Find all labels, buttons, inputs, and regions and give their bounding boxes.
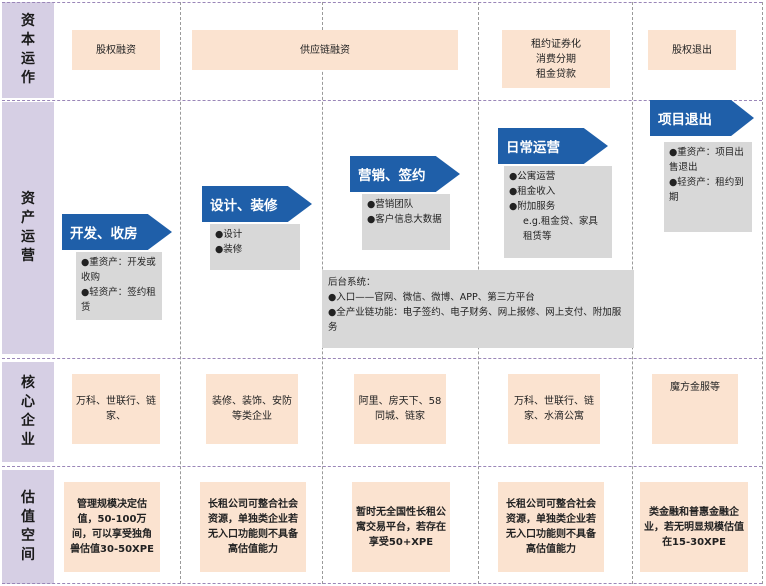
row-label-core-text: 核心企业	[21, 375, 35, 448]
column-divider	[180, 2, 181, 584]
stage-item: ●轻资产：租约到期	[669, 177, 744, 203]
stage-item: ●重资产：项目出售退出	[669, 147, 744, 173]
stage-item: ●公寓运营	[509, 171, 556, 182]
stage-arrow-develop: 开发、收房	[62, 214, 172, 250]
valuation-1: 管理规模决定估值，50-100万间，可以享受独角兽估值30-50XPE	[64, 482, 160, 572]
valuation-3: 暂时无全国性长租公寓交易平台，若存在享受50+XPE	[352, 482, 450, 572]
stage-item: ●设计	[215, 229, 243, 240]
stage-item: ●租金收入	[509, 186, 556, 197]
valuation-5: 类金融和普惠金融企业，若无明显规模估值在15-30XPE	[640, 482, 748, 572]
stage-arrow-marketing: 营销、签约	[350, 156, 460, 192]
core-enterprise-2: 装修、装饰、安防等类企业	[206, 374, 298, 444]
backend-line-functions: ●全产业链功能：电子签约、电子财务、网上报修、网上支付、附加服务	[328, 307, 622, 333]
capital-lease-securitization: 租约证券化 消费分期 租金贷款	[502, 30, 610, 88]
stage-detail-operation: ●公寓运营 ●租金收入 ●附加服务 e.g.租金贷、家具租赁等	[504, 166, 612, 258]
row-label-capital-text: 资本运作	[21, 13, 35, 86]
capital-line: 租金贷款	[536, 68, 576, 80]
backend-system-box: 后台系统： ●入口——官网、微信、微博、APP、第三方平台 ●全产业链功能：电子…	[322, 270, 634, 348]
row-divider	[2, 100, 762, 101]
stage-arrow-exit: 项目退出	[650, 100, 754, 136]
capital-equity-exit: 股权退出	[648, 30, 736, 70]
row-label-valuation: 估值空间	[2, 470, 54, 584]
stage-item: ●营销团队	[367, 199, 414, 210]
row-divider	[2, 358, 762, 359]
core-enterprise-3: 阿里、房天下、58同城、链家	[354, 374, 446, 444]
backend-line-entry: ●入口——官网、微信、微博、APP、第三方平台	[328, 292, 535, 303]
stage-detail-marketing: ●营销团队 ●客户信息大数据	[362, 194, 450, 250]
stage-item: ●客户信息大数据	[367, 214, 442, 225]
stage-item: ●装修	[215, 244, 243, 255]
row-divider	[2, 583, 762, 584]
stage-item: ●附加服务	[509, 201, 556, 212]
row-label-asset: 资产运营	[2, 102, 54, 354]
stage-arrow-operation: 日常运营	[498, 128, 608, 164]
capital-equity-financing: 股权融资	[72, 30, 160, 70]
backend-title: 后台系统：	[328, 277, 376, 288]
row-label-valuation-text: 估值空间	[21, 490, 35, 563]
row-divider	[2, 466, 762, 467]
stage-item: e.g.租金贷、家具租赁等	[523, 216, 598, 242]
stage-detail-design: ●设计 ●装修	[210, 224, 300, 270]
stage-item: ●轻资产：签约租赁	[81, 287, 156, 313]
stage-detail-exit: ●重资产：项目出售退出 ●轻资产：租约到期	[664, 142, 752, 232]
capital-line: 租约证券化	[531, 38, 581, 50]
valuation-2: 长租公司可整合社会资源，单独类企业若无入口功能则不具备高估值能力	[200, 482, 306, 572]
row-label-asset-text: 资产运营	[21, 191, 35, 264]
column-divider	[762, 2, 763, 584]
capital-line: 消费分期	[536, 53, 576, 65]
valuation-4: 长租公司可整合社会资源，单独类企业若无入口功能则不具备高估值能力	[498, 482, 604, 572]
core-enterprise-1: 万科、世联行、链家、	[72, 374, 160, 444]
capital-supply-chain-financing: 供应链融资	[192, 30, 458, 70]
row-label-capital: 资本运作	[2, 2, 54, 98]
stage-item: ●重资产：开发或收购	[81, 257, 156, 283]
stage-arrow-design: 设计、装修	[202, 186, 312, 222]
row-divider	[2, 2, 762, 3]
core-enterprise-5: 魔方金服等	[652, 374, 738, 444]
core-enterprise-4: 万科、世联行、链家、水滴公寓	[508, 374, 600, 444]
row-label-core: 核心企业	[2, 362, 54, 462]
stage-detail-develop: ●重资产：开发或收购 ●轻资产：签约租赁	[76, 252, 162, 320]
